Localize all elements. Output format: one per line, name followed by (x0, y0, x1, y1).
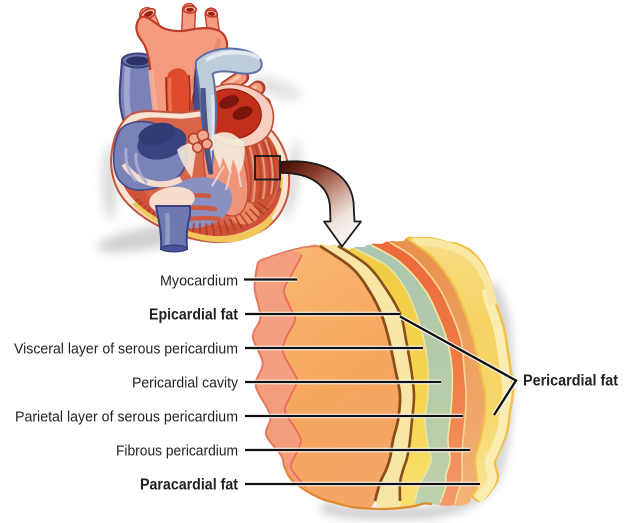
svg-text:Pericardial cavity: Pericardial cavity (132, 374, 238, 391)
svg-text:Visceral layer of serous peric: Visceral layer of serous pericardium (14, 340, 238, 357)
svg-text:Fibrous pericardium: Fibrous pericardium (116, 442, 238, 459)
svg-text:Epicardial fat: Epicardial fat (149, 306, 238, 323)
svg-text:Myocardium: Myocardium (160, 272, 238, 289)
svg-text:Parietal layer of serous peric: Parietal layer of serous pericardium (15, 408, 238, 425)
svg-text:Pericardial fat: Pericardial fat (523, 373, 618, 390)
svg-text:Paracardial fat: Paracardial fat (140, 476, 238, 493)
